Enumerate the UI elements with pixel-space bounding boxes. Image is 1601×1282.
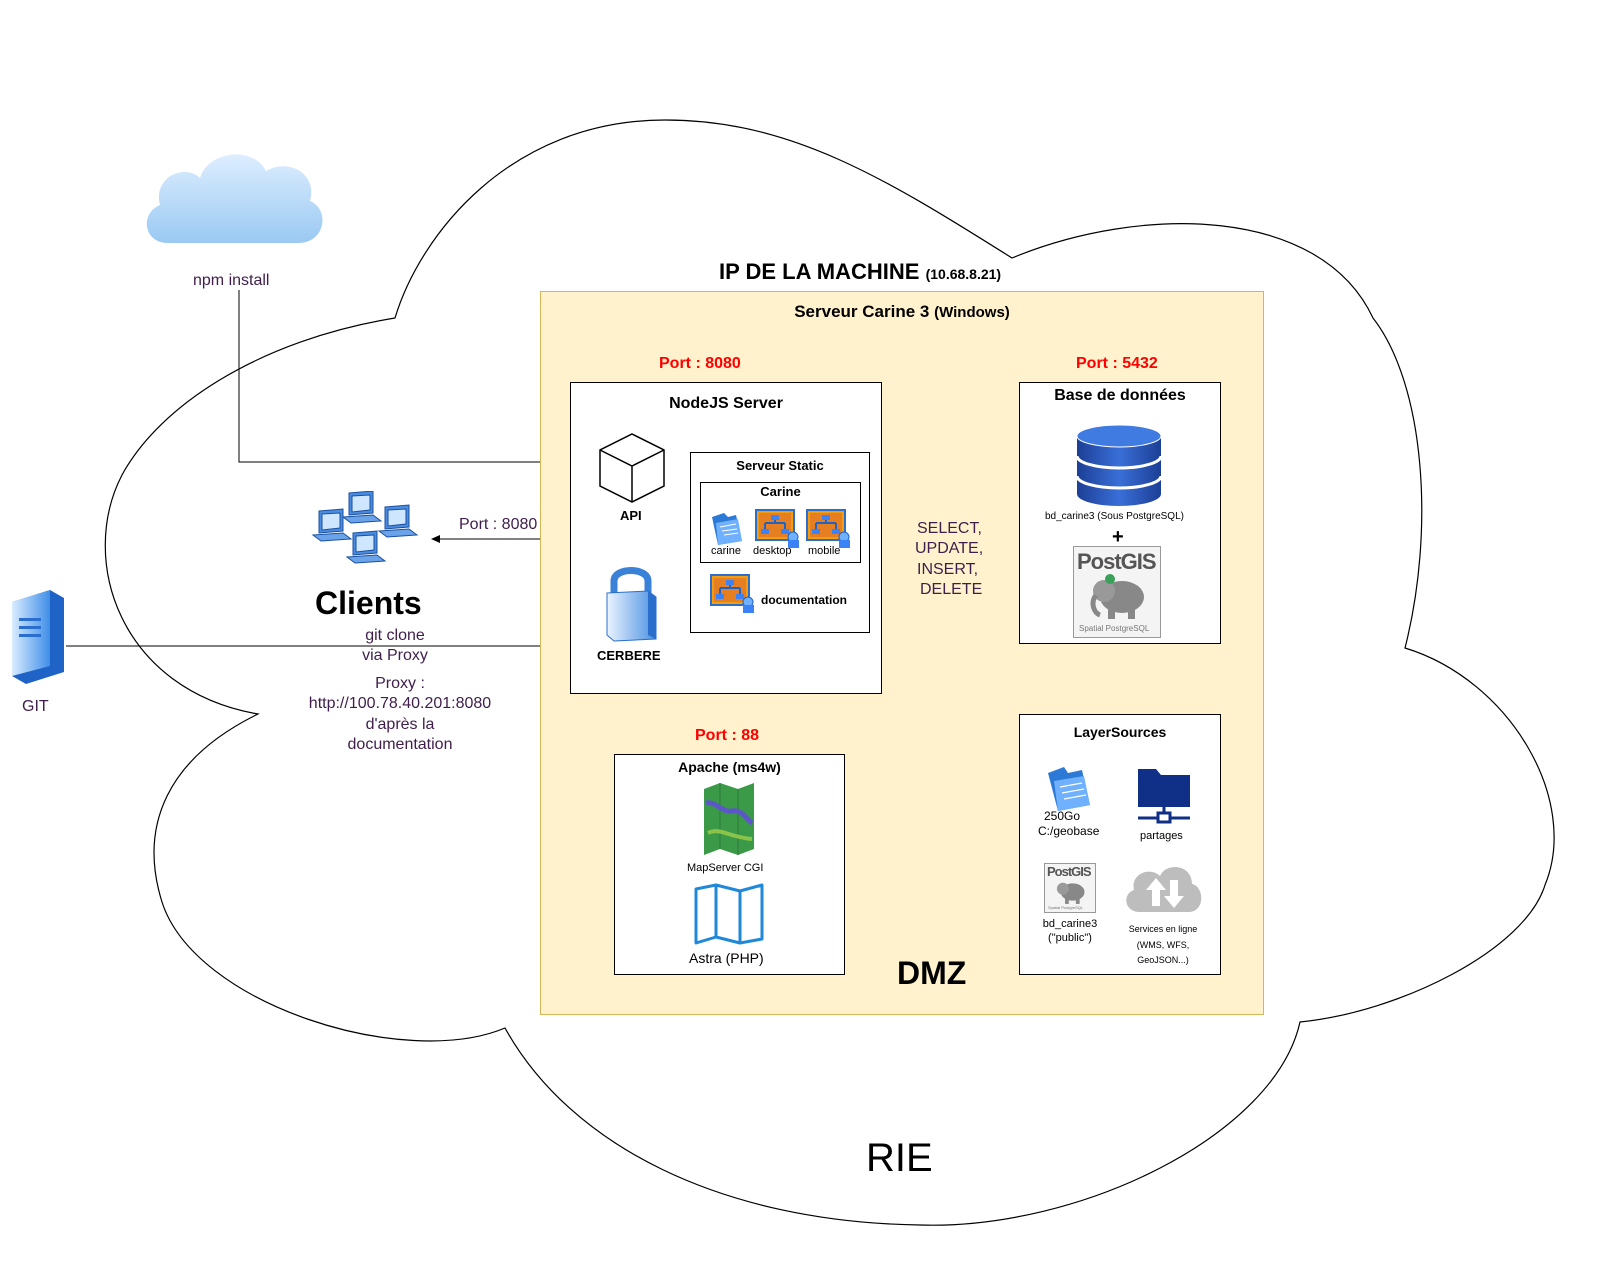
- clients-label: Clients: [315, 585, 422, 621]
- elephant-icon: [1090, 574, 1144, 619]
- sql-label-2: UPDATE,: [915, 540, 984, 557]
- cube-icon: [599, 433, 665, 503]
- api-label: API: [620, 508, 642, 523]
- db-port-label: Port : 5432: [1076, 355, 1158, 372]
- database-cylinder-icon: [1075, 424, 1163, 506]
- documentation-app-icon: [710, 574, 754, 613]
- bd-carine3-label-1: bd_carine3: [1042, 918, 1098, 930]
- db-plus: +: [1112, 526, 1124, 548]
- services-label-2: (WMS, WFS,: [1136, 940, 1190, 950]
- mobile-app-icon: [806, 509, 850, 548]
- proxy-label-3: d'après la: [365, 716, 435, 733]
- postgis-small-text: PostGIS: [1047, 864, 1092, 879]
- postgis-logo-text: PostGIS: [1077, 549, 1157, 574]
- git-clone-label-2: via Proxy: [362, 647, 428, 664]
- geobase-label-2: C:/geobase: [1038, 824, 1100, 838]
- carine-item-desktop: desktop: [753, 545, 792, 557]
- folded-map-icon: [694, 883, 764, 945]
- desktop-app-icon: [755, 509, 799, 548]
- carine-item-mobile: mobile: [808, 545, 841, 557]
- elephant-small-icon: [1056, 882, 1085, 904]
- padlock-icon: [606, 567, 657, 642]
- folder-icon: [1048, 767, 1090, 811]
- db-label: bd_carine3 (Sous PostgreSQL): [1045, 511, 1184, 522]
- computer-network-icon: [311, 491, 419, 564]
- proxy-label-4: documentation: [347, 736, 453, 753]
- network-folder-icon: [1138, 769, 1190, 824]
- machine-title: IP DE LA MACHINE (10.68.8.21): [719, 259, 1001, 285]
- sql-label-3: INSERT,: [917, 561, 979, 578]
- node-port-label: Port : 8080: [659, 355, 741, 372]
- npm-to-node-connector: [238, 290, 572, 466]
- documentation-label: documentation: [761, 593, 847, 607]
- partages-label: partages: [1140, 830, 1183, 842]
- postgis-small-sub: Spatial PostgreSQL: [1048, 905, 1084, 910]
- machine-title-text: IP DE LA MACHINE: [719, 259, 920, 284]
- git-label: GIT: [22, 698, 49, 715]
- layersources-title: LayerSources: [1073, 724, 1167, 740]
- services-label-3: GeoJSON...): [1137, 955, 1189, 965]
- cloud-icon: [146, 154, 323, 243]
- server-tower-icon: [12, 590, 64, 684]
- clients-port-label: Port : 8080: [459, 516, 538, 533]
- apache-port-label: Port : 88: [695, 727, 760, 744]
- server-os: (Windows): [934, 304, 1010, 321]
- postgis-small-logo: PostGIS Spatial PostgreSQL: [1044, 863, 1096, 913]
- nodejs-server-title: NodeJS Server: [669, 395, 783, 412]
- geobase-label-1: 250Go: [1044, 809, 1081, 823]
- sql-label-4: DELETE: [920, 581, 983, 598]
- layersources-box: LayerSources: [1019, 714, 1221, 975]
- server-title-text: Serveur Carine 3: [794, 302, 930, 321]
- mapserver-label: MapServer CGI: [687, 862, 764, 874]
- map-icon: [704, 783, 754, 855]
- rie-label: RIE: [866, 1136, 933, 1180]
- folder-icon: [712, 513, 742, 545]
- npm-label: npm install: [193, 272, 270, 289]
- proxy-label-2: http://100.78.40.201:8080: [308, 695, 492, 712]
- postgis-sub: Spatial PostgreSQL: [1079, 624, 1150, 633]
- cloud-transfer-icon: [1126, 866, 1202, 912]
- astra-label: Astra (PHP): [689, 950, 764, 966]
- server-title: Serveur Carine 3 (Windows): [541, 302, 1263, 322]
- database-title: Base de données: [1054, 387, 1186, 404]
- cerbere-label: CERBERE: [597, 648, 661, 663]
- postgis-logo: PostGIS Spatial PostgreSQL: [1073, 546, 1161, 638]
- machine-ip: (10.68.8.21): [925, 266, 1002, 282]
- carine-title: Carine: [760, 484, 801, 499]
- static-server-title: Serveur Static: [736, 458, 824, 473]
- carine-item-carine: carine: [711, 545, 741, 557]
- bd-carine3-label-2: ("public"): [1048, 932, 1092, 944]
- git-clone-label-1: git clone: [340, 627, 450, 645]
- services-label-1: Services en ligne: [1128, 924, 1198, 934]
- dmz-label: DMZ: [897, 955, 967, 991]
- sql-label-1: SELECT,: [917, 520, 982, 537]
- proxy-label-1: Proxy :: [375, 675, 425, 692]
- apache-title: Apache (ms4w): [678, 759, 781, 775]
